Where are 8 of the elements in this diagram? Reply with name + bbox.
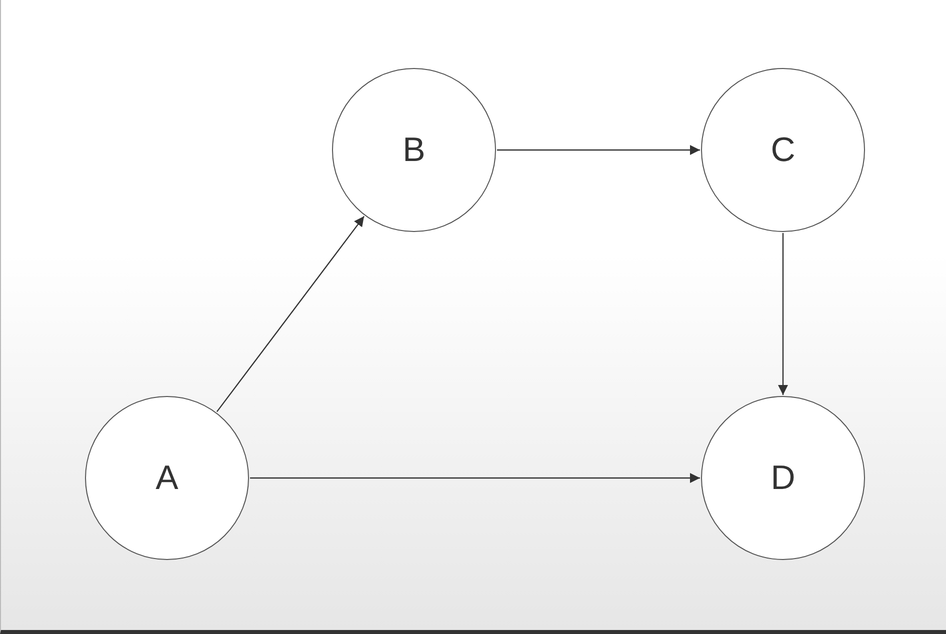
- arrow: [778, 233, 788, 395]
- arrow: [216, 216, 365, 412]
- node-label: D: [770, 458, 796, 498]
- node-label: B: [402, 130, 426, 170]
- arrow: [497, 145, 700, 155]
- node-label: A: [156, 458, 178, 498]
- node-label: C: [770, 130, 796, 170]
- arrow: [250, 473, 700, 483]
